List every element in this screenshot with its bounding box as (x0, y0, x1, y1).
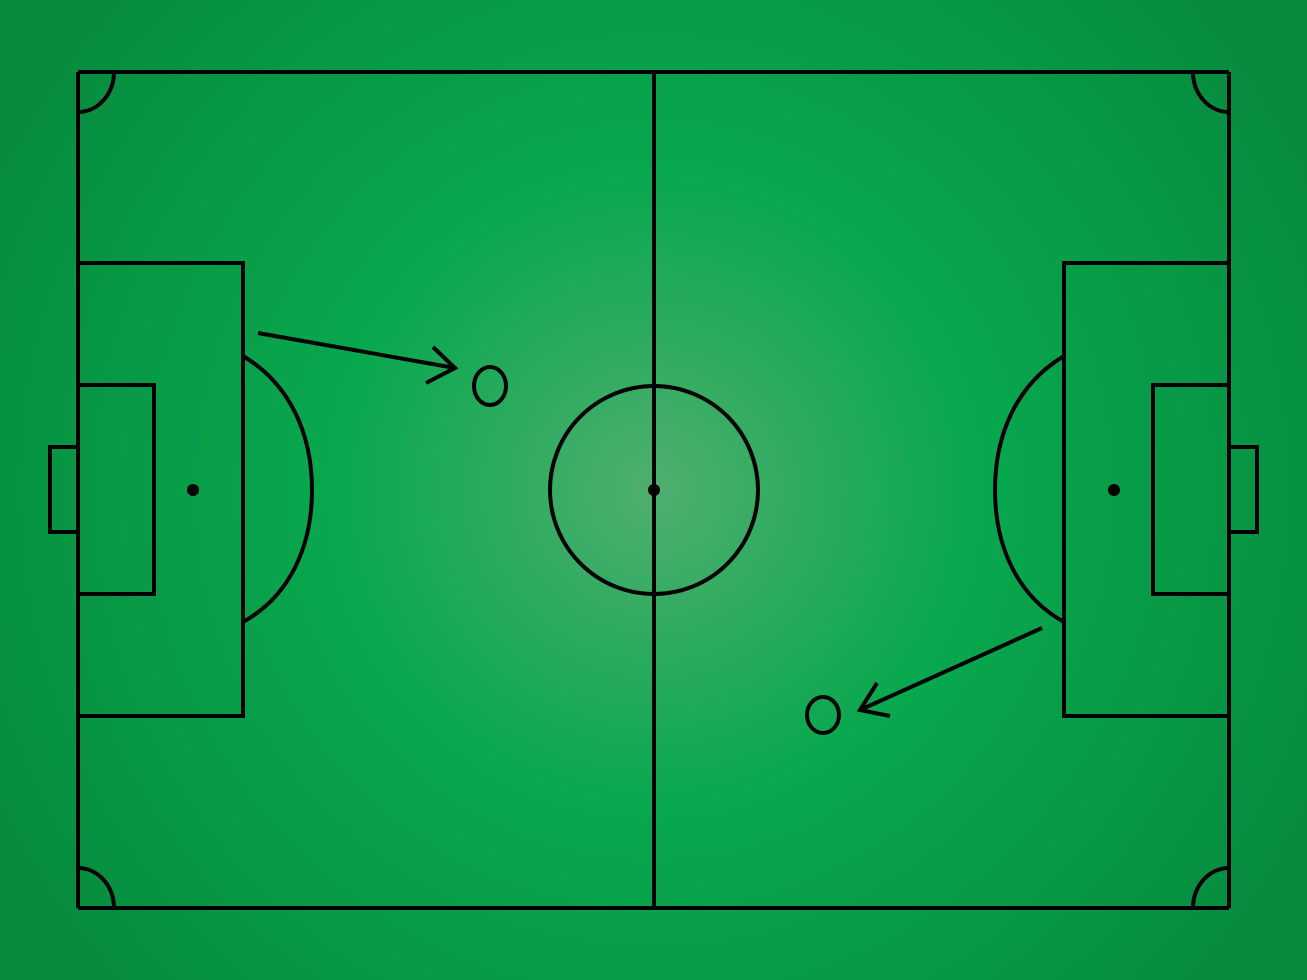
corner-arc-top-left (77, 71, 116, 114)
arrow-left[interactable] (257, 331, 459, 385)
goal-right (1229, 445, 1259, 534)
goal-left (48, 445, 78, 534)
penalty-arc-right (992, 354, 1066, 624)
corner-arc-top-right (1191, 71, 1230, 114)
center-spot (648, 484, 660, 496)
arrow-left-shaft (257, 331, 456, 370)
penalty-arc-left (241, 354, 315, 624)
arrow-left-head (425, 345, 459, 385)
penalty-spot-left (187, 484, 199, 496)
penalty-area-left (78, 261, 245, 718)
penalty-area-right (1062, 261, 1229, 718)
center-circle (548, 384, 760, 596)
penalty-spot-right (1108, 484, 1120, 496)
goal-area-right (1151, 383, 1229, 596)
arrow-right-shaft (859, 626, 1043, 712)
corner-arc-bottom-right (1191, 866, 1230, 909)
player-marker-right[interactable] (805, 695, 841, 735)
arrow-right[interactable] (856, 626, 1043, 718)
arrow-right-head (856, 681, 891, 718)
goal-area-left (78, 383, 156, 596)
player-marker-left[interactable] (472, 365, 508, 407)
corner-arc-bottom-left (77, 866, 116, 909)
